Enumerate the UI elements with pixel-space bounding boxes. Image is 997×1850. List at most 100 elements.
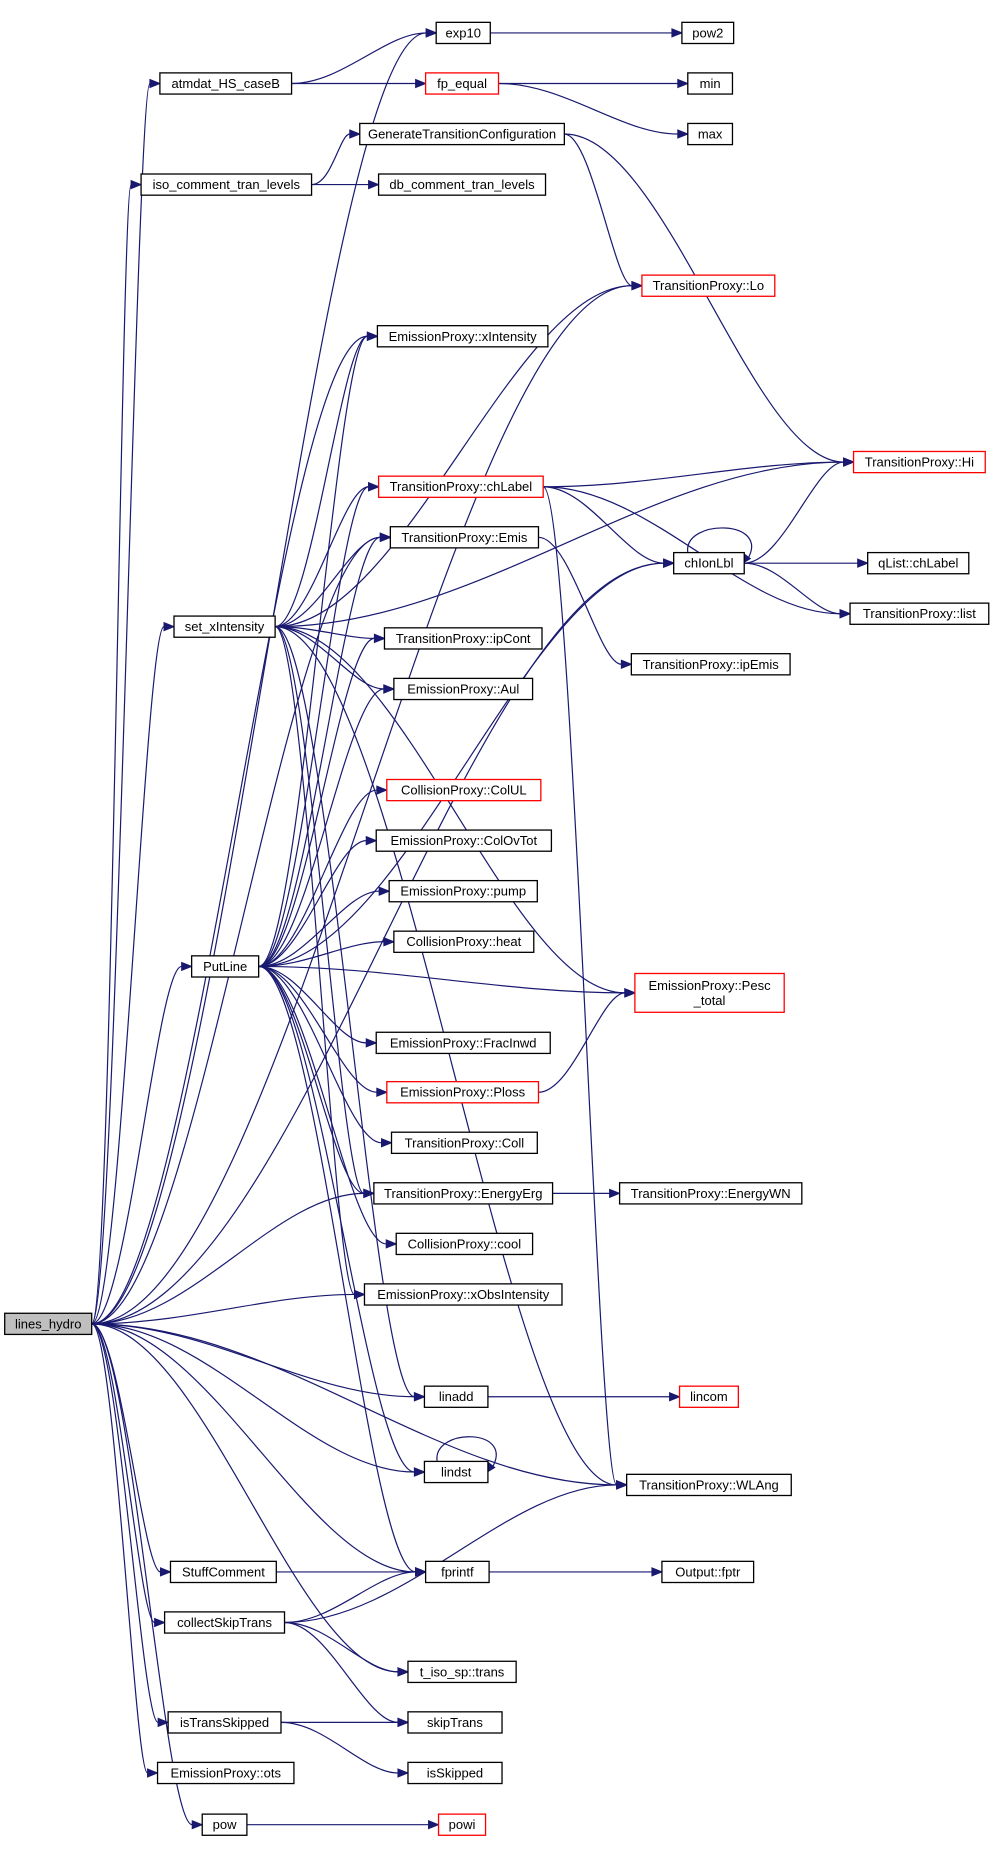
node-pow[interactable]: pow xyxy=(201,1813,248,1836)
node-skiptrans[interactable]: skipTrans xyxy=(407,1711,503,1734)
node-label: EmissionProxy::ColOvTot xyxy=(390,833,537,848)
node-box xyxy=(395,1232,534,1256)
node-label: iso_comment_tran_levels xyxy=(153,177,301,192)
node-stuffcomment[interactable]: StuffComment xyxy=(169,1560,277,1584)
edge-tp_chlabel-to-chionlbl xyxy=(543,486,676,568)
node-box xyxy=(375,829,553,852)
node-max[interactable]: max xyxy=(687,122,734,146)
node-tp-ipemis[interactable]: TransitionProxy::ipEmis xyxy=(630,653,791,676)
node-box xyxy=(424,72,500,95)
node-box xyxy=(437,1813,487,1836)
node-fp-equal[interactable]: fp_equal xyxy=(424,72,500,95)
node-istransskipped[interactable]: isTransSkipped xyxy=(167,1711,282,1734)
node-qlist-chlabel[interactable]: qList::chLabel xyxy=(867,551,970,575)
node-min[interactable]: min xyxy=(687,72,734,95)
node-label: lines_hydro xyxy=(15,1316,82,1331)
node-ep-pump[interactable]: EmissionProxy::pump xyxy=(388,879,538,903)
node-dbcomment[interactable]: db_comment_tran_levels xyxy=(377,173,547,196)
edge-lines_hydro-to-ep_ots xyxy=(91,1323,159,1778)
edge-istransskipped-to-skiptrans xyxy=(280,1717,410,1728)
node-gentrans[interactable]: GenerateTransitionConfiguration xyxy=(359,122,565,146)
node-label: TransitionProxy::EnergyErg xyxy=(384,1186,542,1201)
edge-putline-to-tp_coll xyxy=(258,965,393,1148)
node-box xyxy=(377,173,547,196)
node-box xyxy=(626,1473,792,1497)
node-ep-ots[interactable]: EmissionProxy::ots xyxy=(156,1761,295,1785)
node-atmdat[interactable]: atmdat_HS_caseB xyxy=(159,72,293,95)
edge-lines_hydro-to-istransskipped xyxy=(91,1323,170,1728)
node-ep-ploss[interactable]: EmissionProxy::Ploss xyxy=(386,1081,540,1104)
node-box xyxy=(173,615,276,638)
node-label: skipTrans xyxy=(427,1715,483,1730)
node-label: isTransSkipped xyxy=(180,1715,269,1730)
node-label: chIonLbl xyxy=(684,556,733,571)
node-set-xint[interactable]: set_xIntensity xyxy=(173,615,276,638)
node-collectskip[interactable]: collectSkipTrans xyxy=(163,1611,286,1634)
edge-set_xint-to-ep_xint xyxy=(274,331,379,628)
node-label: EmissionProxy::Ploss xyxy=(400,1085,525,1100)
node-putline[interactable]: PutLine xyxy=(190,955,260,978)
node-cp-heat[interactable]: CollisionProxy::heat xyxy=(393,930,535,953)
node-box xyxy=(163,1611,286,1634)
edge-putline-to-tp_chlabel xyxy=(258,482,380,968)
node-lines-hydro: lines_hydro xyxy=(4,1312,93,1336)
node-ep-xobs[interactable]: EmissionProxy::xObsIntensity xyxy=(363,1283,563,1306)
node-tp-emis[interactable]: TransitionProxy::Emis xyxy=(389,526,540,549)
node-cp-colul[interactable]: CollisionProxy::ColUL xyxy=(386,778,542,802)
node-box xyxy=(673,551,745,575)
node-box xyxy=(641,274,776,297)
node-isskipped[interactable]: isSkipped xyxy=(407,1761,503,1785)
node-ep-colovtot[interactable]: EmissionProxy::ColOvTot xyxy=(375,829,553,852)
node-isocomment[interactable]: iso_comment_tran_levels xyxy=(140,173,313,196)
node-tp-wlang[interactable]: TransitionProxy::WLAng xyxy=(626,1473,792,1497)
edge-pow-to-powi xyxy=(246,1819,440,1830)
node-linadd[interactable]: linadd xyxy=(423,1385,489,1408)
node-lincom[interactable]: lincom xyxy=(678,1385,739,1408)
node-cp-cool[interactable]: CollisionProxy::cool xyxy=(395,1232,534,1256)
node-tp-lo[interactable]: TransitionProxy::Lo xyxy=(641,274,776,297)
node-label: TransitionProxy::EnergyWN xyxy=(631,1186,791,1201)
edge-putline-to-ep_fracinwd xyxy=(258,965,378,1048)
node-tp-ipcont[interactable]: TransitionProxy::ipCont xyxy=(383,627,543,650)
node-box xyxy=(867,551,970,575)
node-label: TransitionProxy::Emis xyxy=(401,530,527,545)
node-tp-list[interactable]: TransitionProxy::list xyxy=(849,602,990,625)
node-exp10[interactable]: exp10 xyxy=(435,21,491,45)
node-ep-aul[interactable]: EmissionProxy::Aul xyxy=(393,677,534,701)
edge-lines_hydro-to-ep_xobs xyxy=(91,1289,366,1325)
node-tp-hi[interactable]: TransitionProxy::Hi xyxy=(852,450,986,474)
node-label: lincom xyxy=(690,1389,728,1404)
edge-putline-to-cp_cool xyxy=(258,965,398,1249)
edge-set_xint-to-ep_xobs xyxy=(274,626,366,1300)
node-tp-chlabel[interactable]: TransitionProxy::chLabel xyxy=(377,475,544,498)
node-pow2[interactable]: pow2 xyxy=(681,21,735,45)
edge-tp_emis-to-tp_ipemis xyxy=(538,536,633,670)
node-tp-coll[interactable]: TransitionProxy::Coll xyxy=(390,1131,538,1155)
node-label: TransitionProxy::ipCont xyxy=(396,631,531,646)
node-tp-energywn[interactable]: TransitionProxy::EnergyWN xyxy=(618,1182,803,1205)
node-lindst[interactable]: lindst xyxy=(423,1460,489,1484)
node-box xyxy=(423,1385,489,1408)
node-ep-xint[interactable]: EmissionProxy::xIntensity xyxy=(376,325,549,348)
node-tp-energyerg[interactable]: TransitionProxy::EnergyErg xyxy=(373,1182,554,1205)
node-box xyxy=(390,1131,538,1155)
node-label: PutLine xyxy=(203,959,247,974)
node-box xyxy=(386,1081,540,1104)
node-fprintf[interactable]: fprintf xyxy=(424,1560,490,1584)
edge-set_xint-to-tp_chlabel xyxy=(275,482,380,628)
node-powi[interactable]: powi xyxy=(437,1813,487,1836)
edge-putline-to-cp_colul xyxy=(258,785,389,968)
node-chionlbl[interactable]: chIonLbl xyxy=(673,551,745,575)
node-ep-pesc[interactable]: EmissionProxy::Pesc_total xyxy=(634,972,785,1013)
node-ep-fracinwd[interactable]: EmissionProxy::FracInwd xyxy=(375,1031,551,1055)
node-box xyxy=(140,173,313,196)
node-label: set_xIntensity xyxy=(185,619,265,634)
edge-chionlbl-to-tp_hi xyxy=(744,457,855,564)
edge-atmdat-to-fp_equal xyxy=(291,78,427,89)
node-output-fptr[interactable]: Output::fptr xyxy=(661,1560,755,1584)
node-label: pow2 xyxy=(692,25,723,40)
node-label: EmissionProxy::xIntensity xyxy=(389,329,538,344)
node-box xyxy=(159,72,293,95)
node-tisosp[interactable]: t_iso_sp::trans xyxy=(407,1660,517,1684)
edge-lines_hydro-to-isocomment xyxy=(91,179,143,1325)
